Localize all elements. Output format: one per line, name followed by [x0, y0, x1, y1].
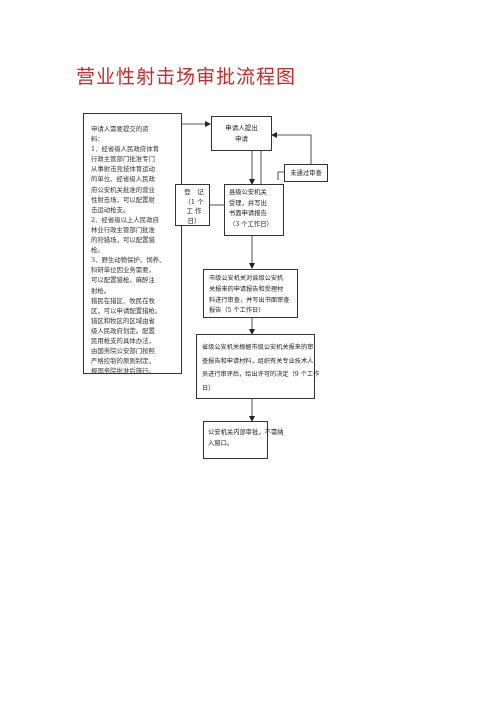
city-review-line: 关报来的申请报告和受理材 [209, 285, 284, 293]
city-review-line: 报告（5 个工作日） [209, 307, 265, 315]
apply-line: 申请人提出 [225, 124, 258, 132]
requirements-text: 申请人需要提交的资 料： 1．经省级人民政府体育 行政主管部门批准专门 从事射击… [84, 114, 181, 376]
county-accept-node: 县级公安机关 受理，并写出 书面申请报告 （3 个工作日） [224, 184, 284, 236]
register-line: 日） [187, 216, 201, 225]
province-review-node: 省级公安机关根据市级公安机关报来的审 查报告和申请材料，组织有关专业技术人 员进… [196, 334, 320, 399]
internal-line: 公安机关内部审批，不需纳 [208, 429, 284, 436]
accept-line: 书面申请报告 [229, 210, 267, 217]
internal-approval-node: 公安机关内部审批，不需纳 入窗口。 [203, 421, 284, 459]
req-line: 猎民在猎区、牧民在牧 [91, 296, 155, 305]
req-line: 的单位、经省级人民政 [91, 175, 155, 184]
req-line: 严格控制的原则制定， [91, 357, 155, 366]
req-line: 射枪。 [91, 286, 111, 295]
req-line: 料： [91, 135, 104, 144]
city-review-node: 市级公安机关对县级公安机 关报来的申请报告和受理材 料进行审查，并写出书面审查 … [203, 269, 298, 318]
req-line: 2．经省级以上人民政府 [91, 215, 159, 224]
register-line: 登 记 [184, 188, 204, 196]
req-line: 枪。 [91, 246, 104, 255]
register-node: 登 记 （1 个 工 作 日） [175, 184, 210, 226]
page-title: 营业性射击场审批流程图 [76, 66, 297, 88]
req-line: 申请人需要提交的资 [91, 125, 149, 133]
req-line: 1．经省级人民政府体育 [91, 145, 159, 154]
req-line: 行政主管部门批准专门 [91, 155, 155, 164]
apply-node: 申请人提出 申请 [211, 116, 272, 151]
req-line: 的狩猎场，可以配置猎 [91, 236, 155, 245]
req-line: 击运动枪支。 [91, 205, 130, 214]
city-review-line: 料进行审查，并写出书面审查 [209, 296, 290, 304]
accept-line: 受理，并写出 [229, 199, 267, 207]
not-approved-node: 未通过审查 [284, 164, 328, 182]
req-line: 可以配置猎枪、麻醉注 [91, 276, 155, 285]
register-line: 工 作 [186, 207, 202, 215]
req-line: 性射击场，可以配置射 [91, 195, 155, 204]
req-line: 报国务院批准后施行。 [91, 367, 155, 376]
req-line: 3．野生动物保护、饲养、 [91, 256, 166, 265]
req-line: 府公安机关批准的营业 [91, 185, 155, 194]
req-line: 猎区和牧区的区域由省 [91, 316, 155, 325]
province-line: 日） [202, 384, 215, 392]
req-line: 科研单位因业务需要， [91, 266, 155, 275]
req-line: 从事射击竞技体育运动 [91, 165, 155, 174]
internal-line: 入窗口。 [208, 440, 234, 447]
apply-line: 申请 [235, 135, 248, 143]
accept-line: （3 个工作日） [229, 220, 273, 228]
register-line: （1 个 [184, 197, 204, 206]
province-line: 员进行审评后，给出许可的决定（9 个工作 [202, 371, 320, 378]
req-line: 区，可以申请配置猎枪。 [91, 306, 162, 315]
req-line: 林业行政主管部门批准 [91, 225, 155, 234]
city-review-line: 市级公安机关对县级公安机 [209, 275, 284, 282]
accept-line: 县级公安机关 [229, 189, 267, 196]
req-line: 由国务院公安部门按照 [91, 347, 155, 356]
requirements-panel: 申请人需要提交的资 料： 1．经省级人民政府体育 行政主管部门批准专门 从事射击… [83, 113, 182, 376]
province-line: 查报告和申请材料，组织有关专业技术人 [202, 357, 314, 365]
req-line: 级人民政府划定。配置 [91, 326, 155, 335]
province-line: 省级公安机关根据市级公安机关报来的审 [202, 344, 314, 351]
req-line: 民用枪支的具体办法， [91, 336, 155, 345]
